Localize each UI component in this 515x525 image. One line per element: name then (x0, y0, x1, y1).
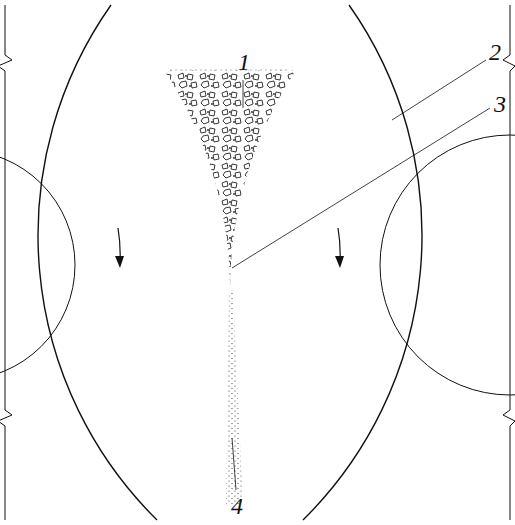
feed-top (170, 70, 290, 71)
right-roll (303, 5, 422, 520)
callout-number: 3 (494, 92, 506, 116)
right-shaft (380, 135, 515, 395)
callout-number: 1 (238, 50, 250, 74)
callout-number: 2 (489, 40, 501, 64)
leader-line (232, 438, 236, 490)
leader-line (392, 60, 486, 120)
callout-number: 4 (231, 494, 243, 518)
feed-material (164, 70, 296, 290)
left-break-line (0, 5, 12, 520)
left-shaft (0, 150, 75, 380)
right-break-line (503, 5, 515, 520)
crushed-product (226, 292, 243, 505)
left-roll (38, 5, 157, 520)
right-arrowhead (335, 256, 344, 268)
left-arrowhead (115, 256, 124, 268)
leader-line (232, 108, 490, 268)
leader-line (243, 80, 244, 108)
